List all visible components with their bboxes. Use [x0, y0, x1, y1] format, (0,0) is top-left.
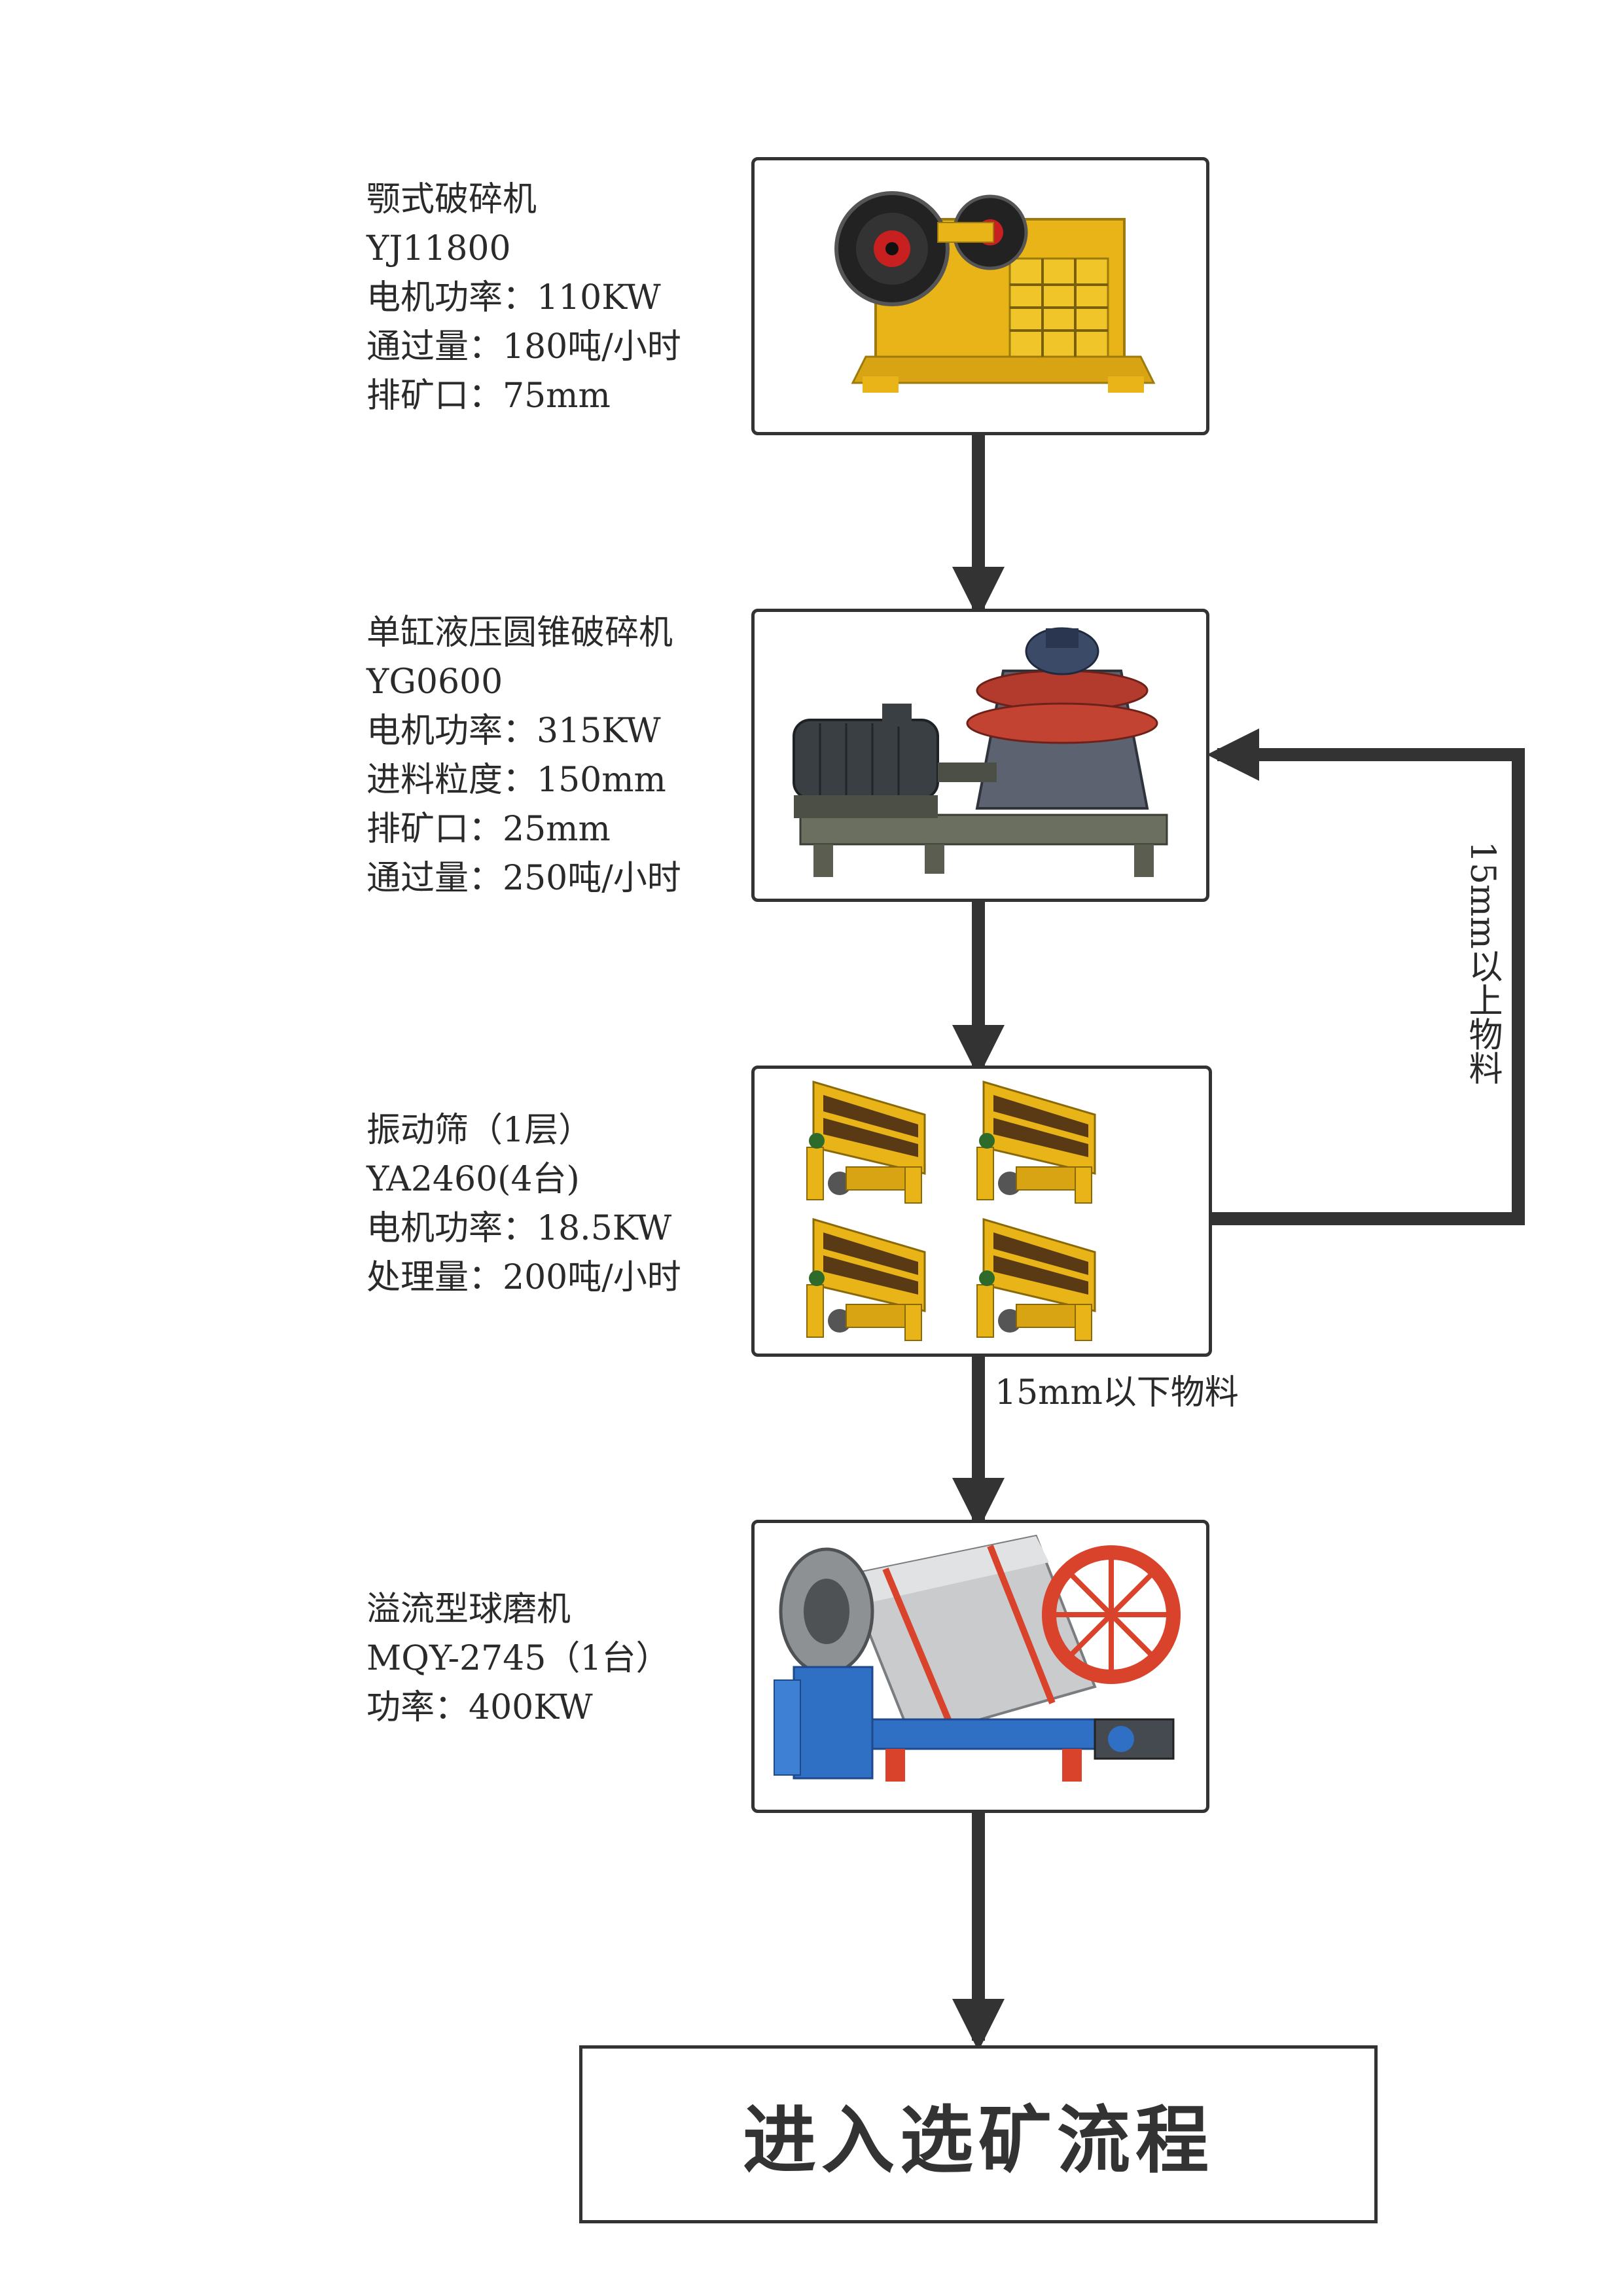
spec-line: 排矿口：25mm — [366, 810, 611, 849]
spec-line: YA2460(4台) — [366, 1160, 580, 1199]
spec-line: 通过量：250吨/小时 — [366, 859, 681, 898]
spec-line: 电机功率：110KW — [366, 278, 661, 317]
ball-mill-spec: 溢流型球磨机 MQY-2745（1台） 功率：400KW — [366, 1585, 669, 1732]
cone-crusher-spec: 单缸液压圆锥破碎机 YG0600 电机功率：315KW 进料粒度：150mm 排… — [366, 609, 681, 903]
vibrating-screens-image — [806, 1081, 1096, 1342]
ball-mill-box — [751, 1520, 1209, 1813]
spec-line: MQY-2745（1台） — [366, 1639, 670, 1678]
spec-line: 通过量：180吨/小时 — [366, 327, 681, 367]
cone-crusher-image — [793, 627, 1168, 877]
ball-mill-image — [774, 1534, 1181, 1782]
spec-line: YG0600 — [366, 662, 503, 702]
final-process-box: 进入选矿流程 — [579, 2045, 1378, 2223]
spec-line: 颚式破碎机 — [366, 180, 537, 219]
vibrating-screen-box — [751, 1066, 1212, 1357]
below-15mm-label: 15mm以下物料 — [995, 1373, 1239, 1412]
jaw-crusher-box — [751, 157, 1209, 435]
spec-line: 单缸液压圆锥破碎机 — [366, 613, 673, 653]
spec-line: 处理量：200吨/小时 — [366, 1258, 681, 1297]
spec-line: 进料粒度：150mm — [366, 761, 666, 800]
return-loop-arrow — [1207, 728, 1525, 1225]
spec-line: 功率：400KW — [366, 1688, 593, 1727]
spec-line: 电机功率：18.5KW — [366, 1209, 672, 1248]
spec-line: 排矿口：75mm — [366, 376, 611, 416]
spec-line: 溢流型球磨机 — [366, 1590, 571, 1629]
above-15mm-label: 15mm以上物料 — [1463, 841, 1502, 1085]
spec-line: 振动筛（1层） — [366, 1111, 593, 1150]
vibrating-screen-spec: 振动筛（1层） YA2460(4台) 电机功率：18.5KW 处理量：200吨/… — [366, 1106, 681, 1302]
spec-line: 电机功率：315KW — [366, 711, 661, 751]
final-process-label: 进入选矿流程 — [743, 2098, 1214, 2183]
cone-crusher-box — [751, 609, 1209, 902]
spec-line: YJ11800 — [366, 229, 511, 268]
jaw-crusher-image — [834, 191, 1156, 393]
jaw-crusher-spec: 颚式破碎机 YJ11800 电机功率：110KW 通过量：180吨/小时 排矿口… — [366, 175, 681, 421]
